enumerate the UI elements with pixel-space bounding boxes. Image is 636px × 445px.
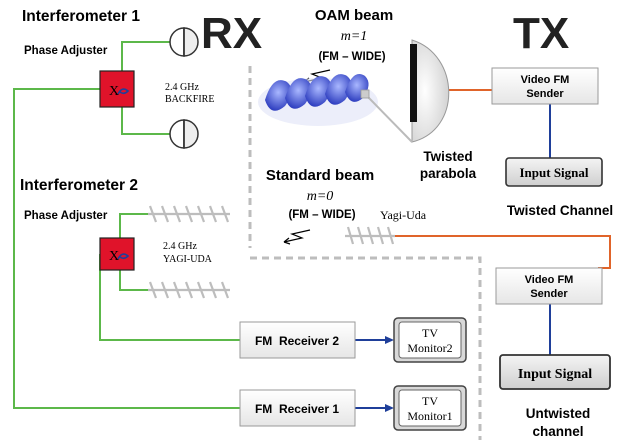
backfire-antenna-lower <box>169 119 199 149</box>
wire-interferometer2 <box>119 213 148 291</box>
tv-monitor-2-line2: Monitor2 <box>407 341 452 355</box>
standard-mode-index: m=0 <box>307 189 334 204</box>
oam-mode-label: (FM – WIDE) <box>318 51 385 63</box>
tv-monitor-1-line2: Monitor1 <box>407 409 452 423</box>
phase-adjuster-box-1: X <box>99 70 135 108</box>
adjuster-x-mark: X <box>109 249 119 264</box>
standard-beam-label: Standard beam <box>266 167 374 184</box>
twisted-parabola-line2: parabola <box>420 166 477 181</box>
interferometer1-label: Interferometer 1 <box>22 8 140 25</box>
yagi-antenna-upper <box>148 205 230 223</box>
wire-interferometer2-down <box>99 254 240 341</box>
fm-receiver-2: FM Receiver 2 <box>239 321 356 359</box>
tv-monitor-1: TV Monitor1 <box>393 385 467 431</box>
backfire-antenna-upper <box>169 27 199 57</box>
oam-beam-label: OAM beam <box>315 7 393 24</box>
phase-adjuster2-label: Phase Adjuster <box>24 210 108 222</box>
standard-signal-arrow <box>283 237 291 245</box>
phase-adjuster1-label: Phase Adjuster <box>24 45 108 57</box>
twisted-parabola-dish <box>360 39 450 143</box>
wire-interferometer1-down <box>13 88 248 409</box>
green-wires <box>13 41 248 409</box>
video-fm-sender-1-line2: Sender <box>526 88 564 100</box>
video-fm-sender-1: Video FM Sender <box>491 67 599 105</box>
input-signal-1: Input Signal <box>505 157 603 187</box>
tv-monitor-1-line1: TV <box>422 394 438 408</box>
video-fm-sender-2-line1: Video FM <box>525 274 574 286</box>
blue-arrowheads <box>385 336 394 412</box>
input-signal-2: Input Signal <box>499 354 611 390</box>
dashed-separators <box>248 66 482 440</box>
yagi-uda-tx-antenna <box>345 226 395 245</box>
tv-monitor-2-line1: TV <box>422 326 438 340</box>
arrow-receiver1 <box>385 404 394 412</box>
orange-wires <box>390 89 611 269</box>
backfire-freq-label: 2.4 GHz <box>165 82 199 93</box>
untwisted-line1: Untwisted <box>526 406 591 421</box>
adjuster-curl-icon <box>117 253 130 260</box>
yagi-uda-upper-label: YAGI-UDA <box>163 254 213 265</box>
wire-yagi-sender2 <box>390 235 611 269</box>
twisted-parabola-line1: Twisted <box>423 149 472 164</box>
input-signal-1-label: Input Signal <box>519 165 588 180</box>
tv-monitor-2: TV Monitor2 <box>393 317 467 363</box>
video-fm-sender-2: Video FM Sender <box>495 267 603 305</box>
yagi-antenna-lower <box>148 281 230 299</box>
tx-heading: TX <box>513 9 569 58</box>
adjuster-x-mark: X <box>109 84 119 99</box>
adjuster-curl-icon <box>117 88 130 95</box>
video-fm-sender-1-line1: Video FM <box>521 74 570 86</box>
oam-beam-helix <box>258 74 378 126</box>
blue-wires <box>355 102 551 409</box>
oam-mode-index: m=1 <box>341 29 368 44</box>
phase-adjuster-box-2: X <box>99 237 135 271</box>
fm-receiver-1: FM Receiver 1 <box>239 389 356 427</box>
fm-receiver-2-label: FM Receiver 2 <box>255 334 339 348</box>
twisted-channel-label: Twisted Channel <box>507 203 613 218</box>
rx-heading: RX <box>201 9 262 58</box>
arrow-receiver2 <box>385 336 394 344</box>
interferometer2-label: Interferometer 2 <box>20 177 138 194</box>
yagi-uda-label: Yagi-Uda <box>380 208 427 222</box>
rx-separator-lower <box>250 256 482 440</box>
backfire-label: BACKFIRE <box>165 94 214 105</box>
input-signal-2-label: Input Signal <box>518 367 592 382</box>
fm-receiver-1-label: FM Receiver 1 <box>255 402 339 416</box>
wire-interferometer1 <box>121 41 170 135</box>
standard-signal-icon <box>283 229 311 243</box>
untwisted-line2: channel <box>532 424 583 439</box>
video-fm-sender-2-line2: Sender <box>530 288 568 300</box>
yagi-freq-label: 2.4 GHz <box>163 241 197 252</box>
standard-mode-label: (FM – WIDE) <box>288 209 355 221</box>
